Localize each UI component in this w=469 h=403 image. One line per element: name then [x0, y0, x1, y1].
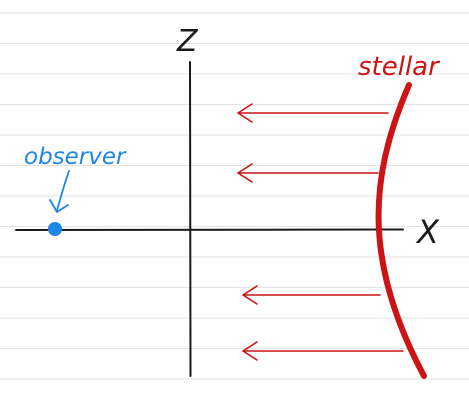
light-arrow	[237, 103, 389, 123]
stellar-surface	[375, 82, 427, 379]
x-axis-line	[15, 228, 404, 231]
observer-pointer-arrow	[49, 170, 70, 213]
light-arrow	[242, 285, 381, 305]
light-arrow	[237, 163, 379, 183]
light-arrow	[242, 341, 404, 361]
z-axis-line	[189, 61, 192, 377]
observer-label: observer	[24, 144, 127, 170]
observer-point	[48, 222, 62, 236]
stellar-label: stellar	[358, 52, 441, 82]
z-axis-label: Z	[176, 24, 199, 59]
light-arrows	[237, 103, 404, 361]
x-axis-label: X	[415, 213, 440, 251]
axes	[15, 61, 404, 377]
